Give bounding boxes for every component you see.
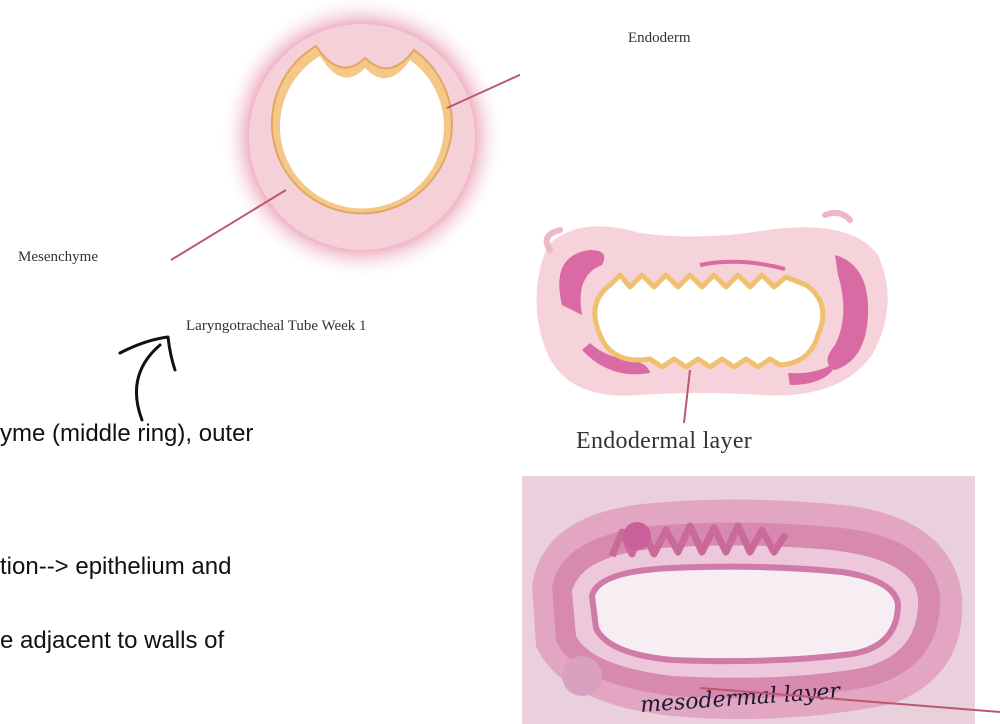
inner-lumen [592,567,898,661]
endoderm-label: Endoderm [628,30,690,47]
body-text-line: e adjacent to walls of [0,627,224,655]
body-text-line: yme (middle ring), outer [0,420,253,448]
endodermal-lining [595,275,823,367]
handwritten-arrow [100,325,190,425]
endodermal-layer-label: Endodermal layer [576,428,752,455]
handwritten-pointer-line [700,686,1000,716]
laryngotracheal-label: Laryngotracheal Tube Week 1 [186,318,367,335]
body-text-line: tion--> epithelium and [0,553,231,581]
mesenchyme-label: Mesenchyme [18,249,98,266]
endodermal-layer-diagram [520,195,900,425]
